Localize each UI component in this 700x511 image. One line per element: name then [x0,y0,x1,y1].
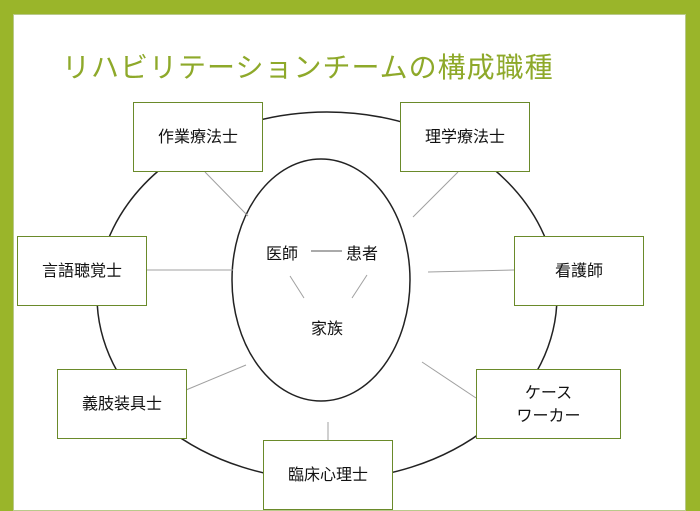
occupational-therapist-label: 作業療法士 [157,127,238,147]
connector-doctor-family [289,275,305,299]
prosthetist-label: 義肢装具士 [81,394,162,414]
family-label: 家族 [311,319,344,338]
box-nurse: 看護師 [514,236,644,306]
doctor-label: 医師 [266,244,299,263]
connector-caseworker [421,361,477,399]
page-title: リハビリテーションチームの構成職種 [62,51,554,84]
patient-label: 患者 [346,244,379,263]
connector-patient-family [351,274,368,299]
box-caseworker: ケース ワーカー [476,369,621,439]
inner-ellipse [231,158,411,402]
box-physical-therapist: 理学療法士 [400,102,530,172]
connector-prosthetist [185,364,247,391]
box-clinical-psychologist: 臨床心理士 [263,440,393,510]
speech-therapist-label: 言語聴覚士 [41,261,122,281]
physical-therapist-label: 理学療法士 [424,127,505,147]
caseworker-label: ケース ワーカー [516,382,581,425]
nurse-label: 看護師 [554,261,603,281]
box-prosthetist: 義肢装具士 [57,369,187,439]
connector-physical [412,171,459,218]
connector-nurse [427,269,515,273]
box-speech-therapist: 言語聴覚士 [17,236,147,306]
connector-occupational [204,171,249,217]
clinical-psychologist-label: 臨床心理士 [287,465,368,485]
box-occupational-therapist: 作業療法士 [133,102,263,172]
